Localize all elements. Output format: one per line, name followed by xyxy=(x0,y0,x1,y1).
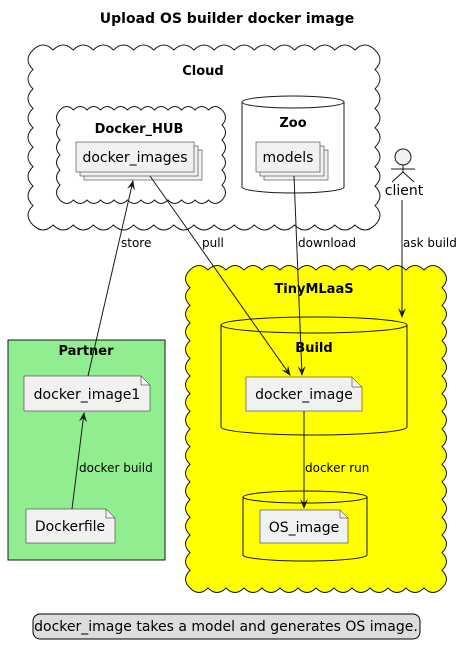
client-head xyxy=(394,148,412,166)
edge-docker-build-label: docker build xyxy=(79,461,153,475)
models-box xyxy=(255,141,321,173)
zoo-group: Zoo models xyxy=(241,95,345,194)
docker-image-fold xyxy=(351,377,362,388)
docker-image1-fold xyxy=(140,376,150,386)
build-group: Build docker_image xyxy=(220,316,408,436)
edge-docker-build xyxy=(71,412,87,510)
dockerfile-box xyxy=(25,508,116,544)
edge-download xyxy=(293,175,306,376)
edge-store xyxy=(87,180,135,377)
docker-images-label: docker_images xyxy=(82,150,187,166)
zoo-label: Zoo xyxy=(279,116,306,131)
dockerfile-node: Dockerfile xyxy=(25,508,116,544)
dockerfile-label: Dockerfile xyxy=(35,519,105,535)
build-label: Build xyxy=(295,341,332,356)
docker-image-box xyxy=(245,376,363,412)
edge-store-label: store xyxy=(121,236,151,250)
models-node: models xyxy=(255,141,329,181)
client-leg-left xyxy=(391,171,404,183)
docker-hub-group: Docker_HUB docker_images xyxy=(56,106,226,204)
diagram-title: Upload OS builder docker image xyxy=(100,11,354,27)
client-leg-right xyxy=(402,171,415,183)
legend-text: docker_image takes a model and generates… xyxy=(34,619,418,635)
client-actor: client xyxy=(385,148,424,199)
docker-image1-box xyxy=(23,375,151,412)
os-image-label: OS_image xyxy=(269,520,340,536)
docker-image-label: docker_image xyxy=(255,387,353,403)
tinymlaas-label: TinyMLaaS xyxy=(274,282,353,297)
docker-images-box xyxy=(75,141,195,173)
os-image-box xyxy=(259,509,349,544)
docker-image-node: docker_image xyxy=(245,376,363,412)
client-label: client xyxy=(385,183,424,199)
cloud-label: Cloud xyxy=(182,64,224,79)
legend-box xyxy=(32,613,421,640)
os-image-node: OS_image xyxy=(259,509,349,544)
edge-pull xyxy=(149,175,291,376)
docker-image1-node: docker_image1 xyxy=(23,375,151,412)
os-image-fold xyxy=(339,510,348,519)
build-cylinder xyxy=(220,316,408,436)
os-image-group: OS_image xyxy=(242,490,368,562)
edge-pull-label: pull xyxy=(202,236,224,250)
docker-image1-label: docker_image1 xyxy=(34,387,141,403)
docker-images-node: docker_images xyxy=(75,141,203,181)
edge-ask-build-label: ask build xyxy=(403,236,457,250)
partner-group: Partner docker_image1 Dockerfile xyxy=(7,339,166,561)
edge-docker-run-label: docker run xyxy=(305,461,369,475)
docker-hub-label: Docker_HUB xyxy=(95,122,184,137)
edges: store pull download ask build docker run… xyxy=(71,175,457,510)
edge-download-label: download xyxy=(298,236,356,250)
legend: docker_image takes a model and generates… xyxy=(32,613,421,640)
dockerfile-fold xyxy=(105,509,115,519)
partner-label: Partner xyxy=(58,344,114,359)
models-label: models xyxy=(263,150,314,166)
